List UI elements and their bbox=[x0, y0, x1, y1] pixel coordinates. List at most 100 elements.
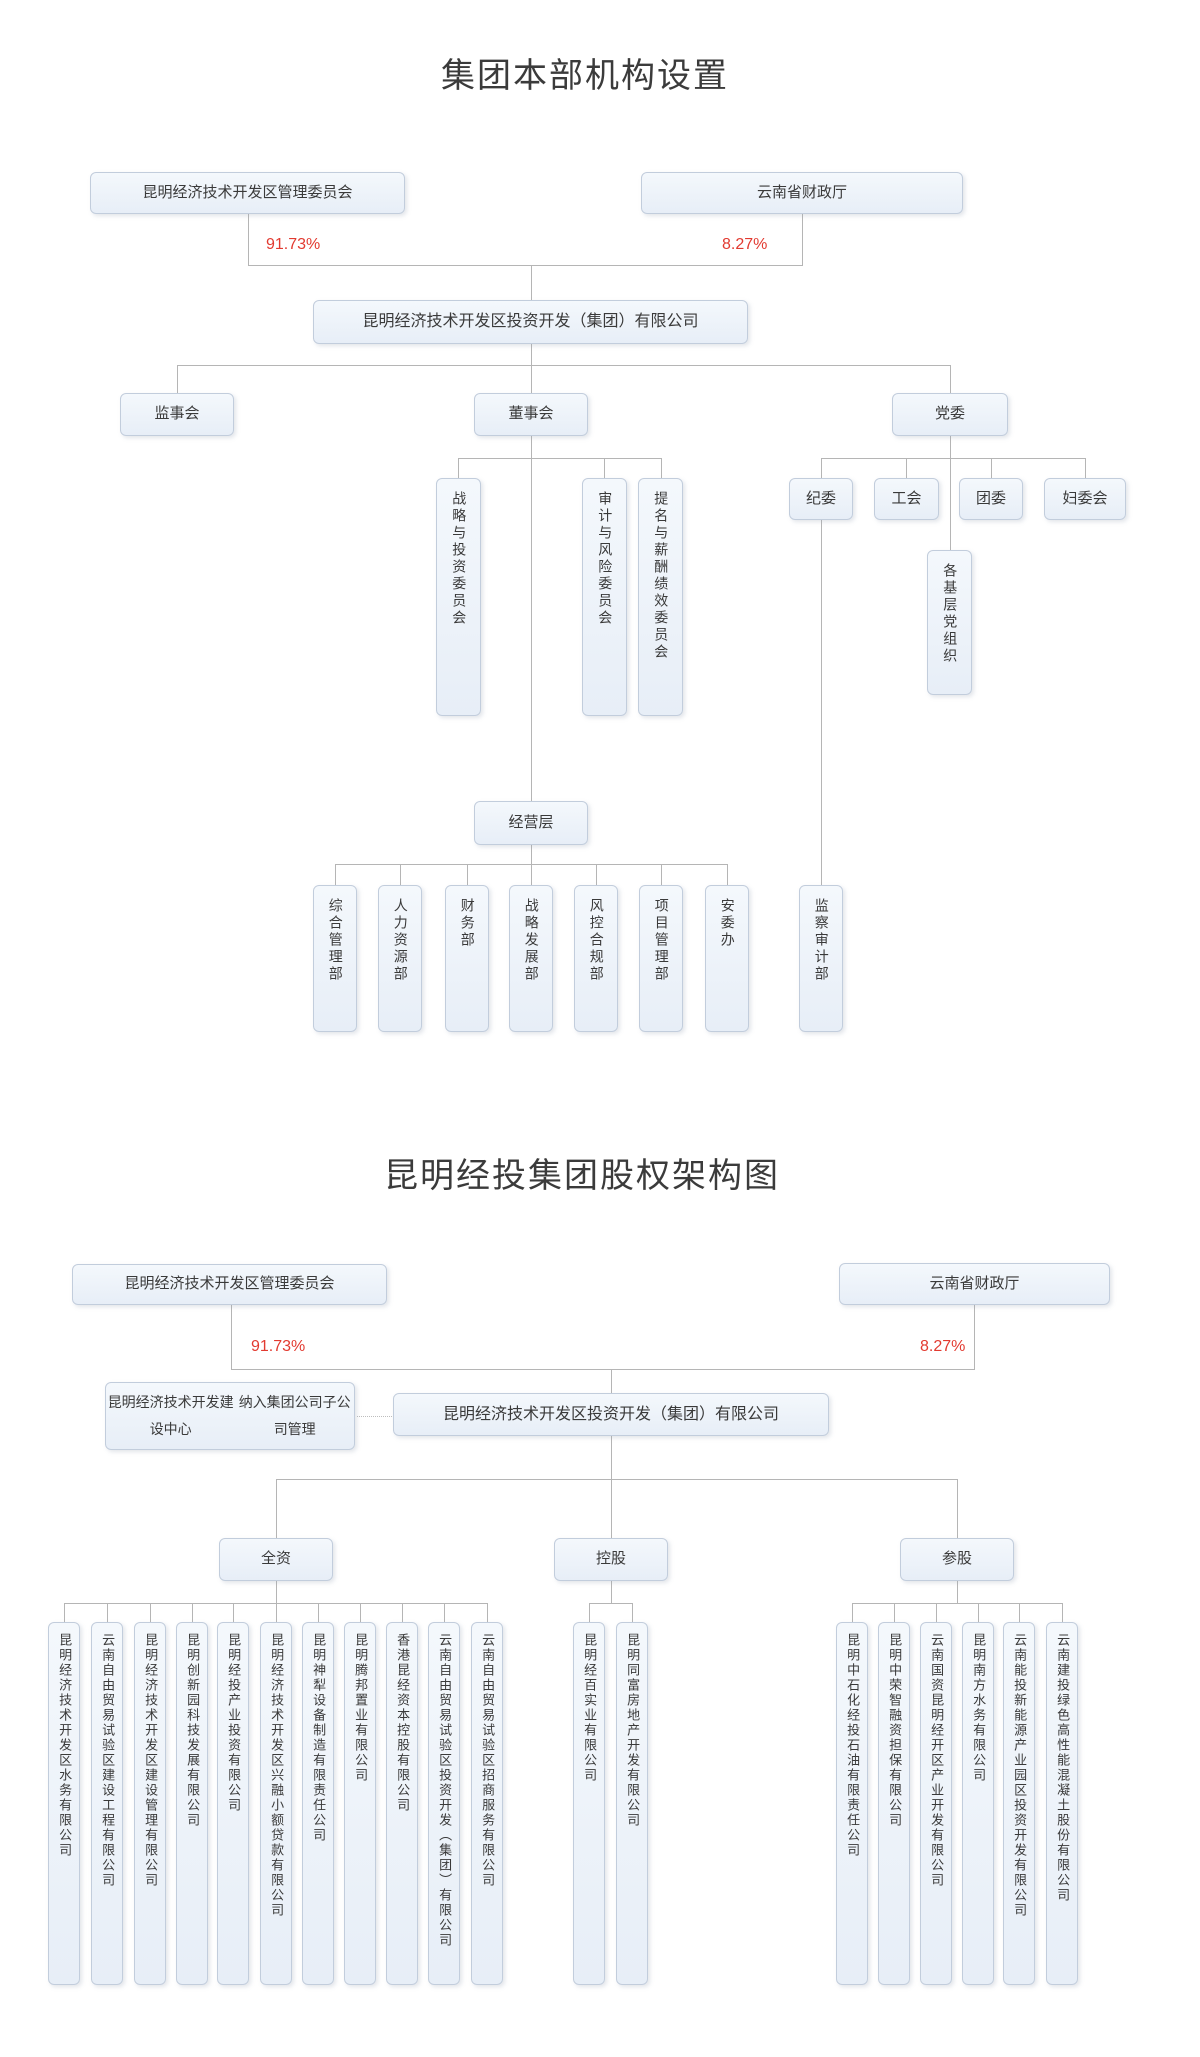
org-node-minority-sub-3: 云南国资昆明经开区产业开发有限公司 bbox=[920, 1622, 952, 1985]
org-node-minority-sub-1: 昆明中石化经投石油有限责任公司 bbox=[836, 1622, 868, 1985]
connector-line bbox=[276, 1603, 277, 1622]
org-node-wholly-owned-sub-2: 云南自由贸易试验区建设工程有限公司 bbox=[91, 1622, 123, 1985]
org-node-minority-sub-5: 云南能投新能源产业园区投资开发有限公司 bbox=[1003, 1622, 1035, 1985]
org-node-risk-compliance-dept: 风控合规部 bbox=[574, 885, 618, 1032]
connector-line bbox=[248, 265, 802, 266]
connector-line bbox=[589, 1603, 632, 1604]
connector-line bbox=[177, 365, 950, 366]
org-node-wholly-owned-sub-9: 香港昆经资本控股有限公司 bbox=[386, 1622, 418, 1985]
connector-line bbox=[957, 1581, 958, 1603]
ownership-percent-label: 8.27% bbox=[722, 236, 768, 253]
connector-line bbox=[531, 436, 532, 801]
ownership-percent-label: 91.73% bbox=[266, 236, 321, 253]
connector-line bbox=[402, 1603, 403, 1622]
org-node-minority-sub-2: 昆明中荣智融资担保有限公司 bbox=[878, 1622, 910, 1985]
org-node-wholly-owned-sub-11: 云南自由贸易试验区招商服务有限公司 bbox=[471, 1622, 503, 1985]
connector-line bbox=[957, 1479, 958, 1538]
org-node-wholly-owned-sub-7: 昆明神犁设备制造有限责任公司 bbox=[302, 1622, 334, 1985]
ownership-percent-label: 91.73% bbox=[251, 1338, 306, 1355]
org-node-wholly-owned-sub-5: 昆明经投产业投资有限公司 bbox=[217, 1622, 249, 1985]
org-node-supervisory-board: 监事会 bbox=[120, 393, 234, 436]
org-node-general-management-dept: 综合管理部 bbox=[313, 885, 357, 1032]
connector-line bbox=[611, 1436, 612, 1479]
connector-line bbox=[276, 1479, 277, 1538]
org-node-audit-risk-committee: 审计与风险委员会 bbox=[582, 478, 627, 716]
connector-line bbox=[192, 1603, 193, 1622]
connector-line bbox=[727, 864, 728, 885]
org-node-discipline-committee: 纪委 bbox=[789, 478, 853, 520]
org-node-wholly-owned-sub-8: 昆明腾邦置业有限公司 bbox=[344, 1622, 376, 1985]
connector-line bbox=[978, 1603, 979, 1622]
org-node-supervision-audit-dept: 监察审计部 bbox=[799, 885, 843, 1032]
org-node-strategy-development-dept: 战略发展部 bbox=[509, 885, 553, 1032]
connector-line bbox=[1085, 458, 1086, 478]
connector-line bbox=[531, 365, 532, 393]
connector-line bbox=[107, 1603, 108, 1622]
org-node-edz-management-committee-2: 昆明经济技术开发区管理委员会 bbox=[72, 1264, 387, 1305]
connector-line bbox=[661, 458, 662, 478]
connector-line bbox=[974, 1305, 975, 1370]
connector-line bbox=[248, 214, 249, 266]
org-node-group-company-2: 昆明经济技术开发区投资开发（集团）有限公司 bbox=[393, 1393, 829, 1436]
connector-line bbox=[936, 1603, 937, 1622]
connector-line bbox=[611, 1369, 612, 1393]
equity-structure-chart-title: 昆明经投集团股权架构图 bbox=[384, 1157, 780, 1195]
org-node-safety-committee-office: 安委办 bbox=[705, 885, 749, 1032]
connector-line bbox=[177, 365, 178, 393]
org-node-holding-label: 控股 bbox=[554, 1538, 668, 1581]
connector-line bbox=[1019, 1603, 1020, 1622]
connector-line bbox=[487, 1603, 488, 1622]
connector-line bbox=[802, 214, 803, 266]
connector-line bbox=[596, 864, 597, 885]
org-node-minority-sub-4: 昆明南方水务有限公司 bbox=[962, 1622, 994, 1985]
connector-line bbox=[335, 864, 336, 885]
note-line: 纳入集团公司子公司管理 bbox=[238, 1394, 351, 1437]
org-node-party-committee: 党委 bbox=[892, 393, 1008, 436]
connector-line bbox=[950, 436, 951, 550]
org-node-holding-sub-2: 昆明同富房地产开发有限公司 bbox=[616, 1622, 648, 1985]
connector-line bbox=[661, 864, 662, 885]
ownership-percent-label: 8.27% bbox=[920, 1338, 966, 1355]
connector-line bbox=[632, 1603, 633, 1622]
connector-line bbox=[150, 1603, 151, 1622]
connector-line bbox=[531, 344, 532, 365]
connector-line bbox=[233, 1603, 234, 1622]
org-node-wholly-owned-label: 全资 bbox=[219, 1538, 333, 1581]
org-node-minority-stake-label: 参股 bbox=[900, 1538, 1014, 1581]
org-node-wholly-owned-sub-3: 昆明经济技术开发区建设管理有限公司 bbox=[134, 1622, 166, 1985]
connector-line bbox=[950, 365, 951, 393]
connector-line bbox=[531, 845, 532, 864]
headquarters-structure-chart-title: 集团本部机构设置 bbox=[441, 57, 729, 95]
connector-line bbox=[276, 1581, 277, 1603]
org-node-grassroots-party-organizations: 各基层党组织 bbox=[927, 550, 972, 695]
org-node-human-resources-dept: 人力资源部 bbox=[378, 885, 422, 1032]
connector-line bbox=[611, 1581, 612, 1603]
connector-line bbox=[852, 1603, 853, 1622]
org-node-yunnan-finance-department-2: 云南省财政厅 bbox=[839, 1263, 1110, 1305]
org-node-women-committee: 妇委会 bbox=[1044, 478, 1126, 520]
connector-line bbox=[991, 458, 992, 478]
org-node-construction-center-note: 昆明经济技术开发建设中心纳入集团公司子公司管理 bbox=[105, 1382, 355, 1450]
note-line: 昆明经济技术开发建设中心 bbox=[107, 1394, 234, 1437]
connector-line bbox=[458, 458, 459, 478]
connector-line bbox=[821, 458, 1085, 459]
connector-line bbox=[894, 1603, 895, 1622]
connector-line bbox=[821, 458, 822, 478]
connector-line bbox=[906, 458, 907, 478]
org-node-wholly-owned-sub-1: 昆明经济技术开发区水务有限公司 bbox=[48, 1622, 80, 1985]
org-node-yunnan-finance-department: 云南省财政厅 bbox=[641, 172, 963, 214]
connector-line bbox=[64, 1603, 487, 1604]
org-node-nomination-compensation-committee: 提名与薪酬绩效委员会 bbox=[638, 478, 683, 716]
org-node-group-company: 昆明经济技术开发区投资开发（集团）有限公司 bbox=[313, 300, 748, 344]
org-node-minority-sub-6: 云南建投绿色高性能混凝土股份有限公司 bbox=[1046, 1622, 1078, 1985]
connector-line bbox=[531, 864, 532, 885]
connector-line bbox=[360, 1603, 361, 1622]
connector-line bbox=[400, 864, 401, 885]
connector-line bbox=[64, 1603, 65, 1622]
connector-line bbox=[604, 458, 605, 478]
connector-line bbox=[531, 265, 532, 300]
connector-line bbox=[589, 1603, 590, 1622]
connector-line bbox=[611, 1479, 612, 1538]
org-node-board-of-directors: 董事会 bbox=[474, 393, 588, 436]
